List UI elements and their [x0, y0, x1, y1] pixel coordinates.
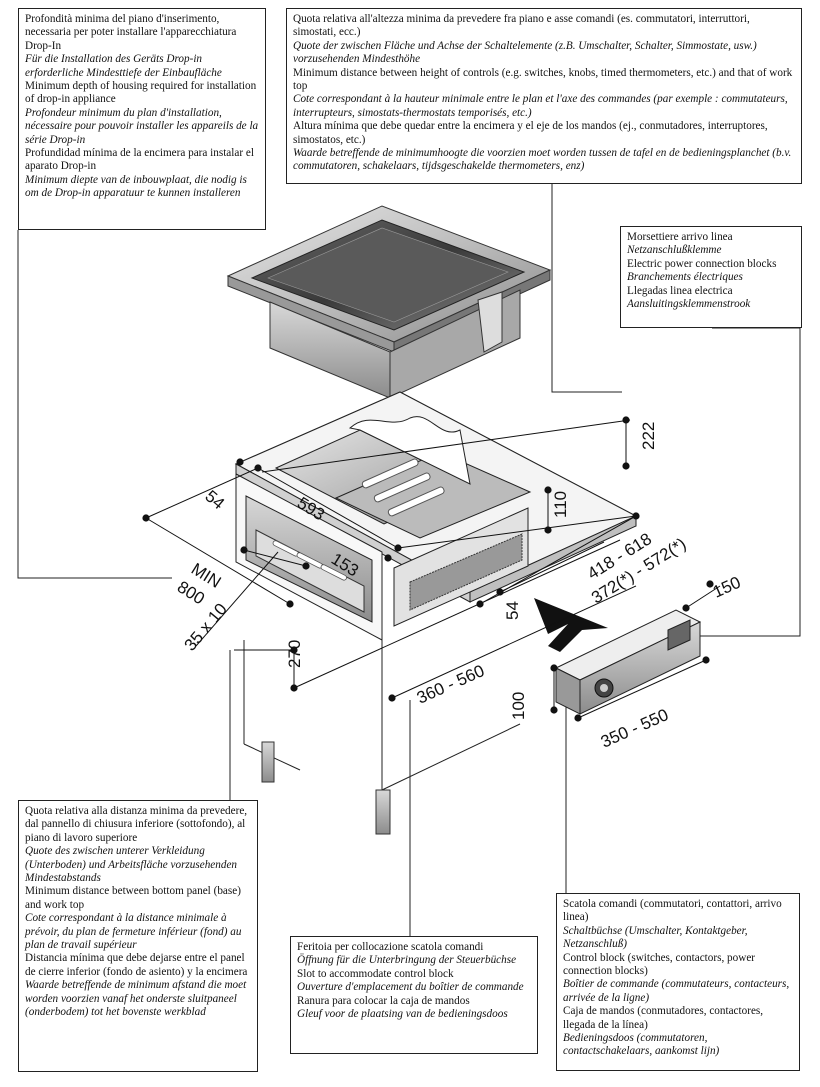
note-controls-height-line: Altura mínima que debe quedar entre la e… — [293, 120, 768, 146]
note-control-slot-line: Ranura para colocar la caja de mandos — [297, 994, 470, 1007]
note-control-box-line: Boîtier de commande (commutateurs, conta… — [563, 978, 790, 1004]
note-controls-height: Quota relativa all'altezza minima da pre… — [286, 8, 802, 184]
cabinet — [234, 391, 638, 835]
note-housing-depth-line: Minimum depth of housing required for in… — [25, 80, 257, 106]
note-housing-depth-line: Profundidad mínima de la encimera para i… — [25, 147, 254, 173]
note-bottom-panel: Quota relativa alla distanza minima da p… — [18, 800, 258, 1072]
note-power-blocks-line: Electric power connection blocks — [627, 257, 777, 270]
drop-in-appliance — [226, 205, 552, 399]
note-controls-height-line: Cote correspondant à la hauteur minimale… — [293, 93, 788, 119]
note-housing-depth: Profondità minima del piano d'inseriment… — [18, 8, 266, 230]
note-housing-depth-line: Profondità minima del piano d'inseriment… — [25, 13, 237, 52]
note-control-box-line: Bedieningsdoos (commutatoren, contactsch… — [563, 1032, 720, 1058]
note-control-box-line: Schaltbüchse (Umschalter, Kontaktgeber, … — [563, 924, 748, 951]
note-control-slot-line: Ouverture d'emplacement du boîtier de co… — [297, 981, 524, 994]
note-housing-depth-line: Profondeur minimum du plan d'installatio… — [25, 106, 259, 146]
note-power-blocks-line: Morsettiere arrivo linea — [627, 231, 733, 243]
dim-54-top: 54 — [201, 487, 228, 514]
note-control-slot-line: Gleuf voor de plaatsing van de bediening… — [297, 1008, 508, 1021]
note-control-box: Scatola comandi (commutatori, contattori… — [556, 893, 800, 1071]
dimension-lines — [145, 419, 721, 719]
note-power-blocks-line: Llegadas linea electrica — [627, 284, 733, 297]
dim-270: 270 — [285, 640, 304, 668]
note-bottom-panel-line: Waarde betreffende de minimum afstand di… — [25, 979, 247, 1019]
note-bottom-panel-line: Minimum distance between bottom panel (b… — [25, 885, 241, 911]
note-housing-depth-line: Für die Installation des Geräts Drop-in … — [25, 53, 222, 79]
note-bottom-panel-line: Distancia mínima que debe dejarse entre … — [25, 952, 248, 978]
note-controls-height-line: Waarde betreffende de minimumhoogte die … — [293, 147, 792, 173]
dim-54-side: 54 — [503, 601, 522, 620]
note-bottom-panel-line: Quota relativa alla distanza minima da p… — [25, 805, 248, 844]
note-control-box-line: Caja de mandos (conmutadores, contactore… — [563, 1005, 764, 1031]
insertion-arrow — [534, 598, 608, 652]
note-power-blocks-line: Aansluitingsklemmenstrook — [627, 298, 751, 311]
note-bottom-panel-line: Cote correspondant à la distance minimal… — [25, 912, 242, 952]
note-power-blocks-line: Netzanschlußklemme — [627, 244, 722, 257]
note-control-box-line: Control block (switches, contactors, pow… — [563, 951, 756, 978]
dim-100: 100 — [509, 692, 528, 720]
note-control-slot-line: Slot to accommodate control block — [297, 967, 454, 980]
dimension-dots — [142, 416, 714, 722]
note-controls-height-line: Minimum distance between height of contr… — [293, 66, 793, 93]
note-control-slot: Feritoia per collocazione scatola comand… — [290, 936, 538, 1054]
leader-lines — [17, 184, 801, 936]
note-control-box-line: Scatola comandi (commutatori, contattori… — [563, 898, 782, 924]
dim-222: 222 — [639, 422, 658, 450]
dim-350-550: 350 - 550 — [598, 705, 671, 752]
note-power-blocks-line: Branchements électriques — [627, 271, 743, 284]
note-controls-height-line: Quota relativa all'altezza minima da pre… — [293, 13, 750, 39]
dim-35x10: 35 x 10 — [181, 600, 231, 655]
control-box — [554, 609, 702, 715]
note-controls-height-line: Quote der zwischen Fläche und Achse der … — [293, 39, 757, 66]
note-control-slot-line: Feritoia per collocazione scatola comand… — [297, 941, 484, 953]
note-bottom-panel-line: Quote des zwischen unterer Verkleidung (… — [25, 845, 237, 885]
note-housing-depth-line: Minimum diepte van de inbouwplaat, die n… — [25, 173, 247, 200]
dim-110: 110 — [551, 491, 570, 518]
note-control-slot-line: Öffnung für die Unterbringung der Steuer… — [297, 954, 517, 967]
dim-150: 150 — [710, 573, 744, 602]
